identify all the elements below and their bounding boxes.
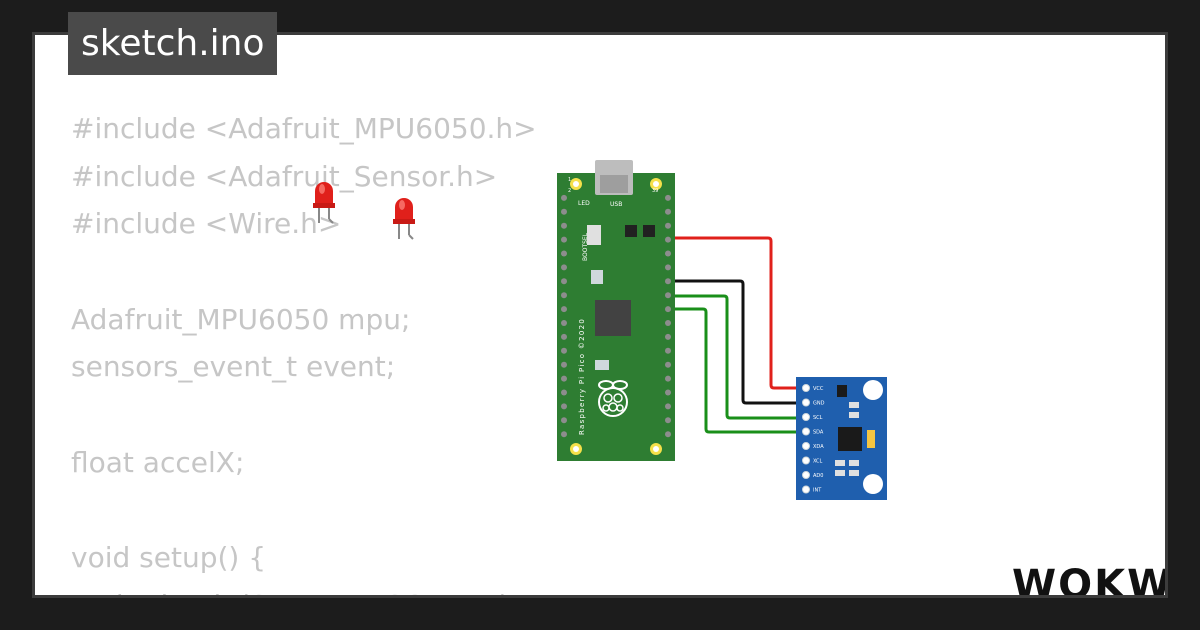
mpu-pin-label: SDA bbox=[813, 430, 824, 436]
mpu-pin-label: XCL bbox=[813, 459, 823, 465]
mpu-pin-vcc[interactable] bbox=[802, 384, 810, 392]
wokwi-logo: WOKWi bbox=[1012, 562, 1168, 598]
led-2[interactable] bbox=[393, 198, 415, 240]
code-line: sensors_event_t event; bbox=[71, 350, 396, 384]
pico-pin[interactable] bbox=[561, 292, 567, 299]
pico-board-label: Raspberry Pi Pico ©2020 bbox=[578, 318, 586, 435]
pico-pin[interactable] bbox=[665, 292, 671, 299]
code-line: float accelX; bbox=[71, 445, 245, 479]
pico-pin[interactable] bbox=[665, 208, 671, 215]
code-line: #include <Wire.h> bbox=[71, 207, 342, 241]
mpu-pin-label: VCC bbox=[813, 386, 824, 392]
pico-pin[interactable] bbox=[561, 347, 567, 354]
wokwi-logo-text: WOKWi bbox=[1012, 562, 1168, 598]
code-line: void setup() { bbox=[71, 541, 267, 575]
pico-pin[interactable] bbox=[665, 264, 671, 271]
pico-pin[interactable] bbox=[665, 333, 671, 340]
pico-pin[interactable] bbox=[561, 403, 567, 410]
pico-pin[interactable] bbox=[665, 361, 671, 368]
pico-pin[interactable] bbox=[561, 361, 567, 368]
file-tab-label: sketch.ino bbox=[81, 23, 265, 64]
pico-pin[interactable] bbox=[561, 333, 567, 340]
pico-pin[interactable] bbox=[561, 320, 567, 326]
pico-pin[interactable] bbox=[561, 278, 567, 285]
pico-pin[interactable] bbox=[561, 222, 567, 229]
pico-pin[interactable] bbox=[561, 250, 567, 257]
mpu-pin-ad0[interactable] bbox=[802, 471, 810, 479]
pico-pin[interactable] bbox=[665, 250, 671, 257]
pico-pin[interactable] bbox=[561, 194, 567, 201]
pico-pin[interactable] bbox=[561, 306, 567, 313]
pico-pin-2-label: 2 bbox=[568, 188, 571, 194]
code-line: Adafruit_MPU6050 mpu; bbox=[71, 302, 411, 336]
pico-pin[interactable] bbox=[561, 375, 567, 382]
file-tab[interactable]: sketch.ino bbox=[68, 12, 278, 75]
mpu-pin-xcl[interactable] bbox=[802, 456, 810, 465]
code-line: Wire.begin(SDA_PIN, SCL_PIN); bbox=[71, 582, 537, 595]
pico-pin[interactable] bbox=[665, 278, 671, 285]
pico-pin[interactable] bbox=[561, 431, 567, 438]
wire-vcc[interactable] bbox=[663, 236, 806, 390]
pico-pin[interactable] bbox=[665, 236, 671, 243]
mpu-pin-int[interactable] bbox=[802, 485, 810, 494]
code-line: #include <Adafruit_MPU6050.h> bbox=[71, 112, 537, 145]
mpu-pin-sda[interactable] bbox=[802, 427, 810, 436]
pico-led-label: LED bbox=[578, 200, 590, 207]
pico-pin[interactable] bbox=[665, 389, 671, 396]
raspberry-pi-pico[interactable]: LED USB 1 2 39 BOOTSEL Raspberry Pi Pico… bbox=[557, 160, 675, 461]
mpu-pin-scl[interactable] bbox=[802, 413, 810, 421]
mpu-pin-gnd[interactable] bbox=[802, 398, 810, 407]
diagram-canvas: #include <Adafruit_MPU6050.h> #include <A… bbox=[32, 32, 1168, 598]
pico-usb-label: USB bbox=[610, 201, 622, 208]
pico-pin[interactable] bbox=[665, 306, 671, 313]
wire-gnd[interactable] bbox=[663, 279, 806, 405]
wire-scl[interactable] bbox=[663, 294, 806, 420]
code-preview: #include <Adafruit_MPU6050.h> #include <A… bbox=[71, 105, 537, 595]
pico-pin[interactable] bbox=[665, 403, 671, 410]
pico-pin-1-label: 1 bbox=[568, 177, 571, 183]
mpu-pin-label: INT bbox=[813, 488, 822, 494]
pico-pin[interactable] bbox=[665, 222, 671, 229]
circuit-diagram: LED USB 1 2 39 BOOTSEL Raspberry Pi Pico… bbox=[313, 160, 887, 500]
pico-pin[interactable] bbox=[561, 417, 567, 424]
pico-pin[interactable] bbox=[665, 431, 671, 438]
wire-sda[interactable] bbox=[663, 307, 806, 434]
mpu-pin-label: XDA bbox=[813, 444, 824, 450]
pico-bootsel-label: BOOTSEL bbox=[582, 232, 589, 261]
pico-pin[interactable] bbox=[561, 389, 567, 396]
pico-pin[interactable] bbox=[665, 194, 671, 201]
mpu-pin-label: GND bbox=[813, 401, 825, 407]
pico-pin[interactable] bbox=[561, 264, 567, 271]
pico-pin[interactable] bbox=[561, 208, 567, 215]
code-line: #include <Adafruit_Sensor.h> bbox=[71, 159, 498, 193]
mpu-pin-xda[interactable] bbox=[802, 442, 810, 450]
led-1[interactable] bbox=[313, 182, 335, 224]
pico-pin[interactable] bbox=[665, 417, 671, 424]
pico-pin[interactable] bbox=[665, 347, 671, 354]
mpu-pin-label: SCL bbox=[813, 415, 823, 421]
pico-pin-39-label: 39 bbox=[652, 188, 658, 194]
pico-pin[interactable] bbox=[665, 375, 671, 382]
mpu-pin-label: AD0 bbox=[813, 473, 823, 479]
pico-pin[interactable] bbox=[665, 320, 671, 326]
pico-pin[interactable] bbox=[561, 236, 567, 243]
